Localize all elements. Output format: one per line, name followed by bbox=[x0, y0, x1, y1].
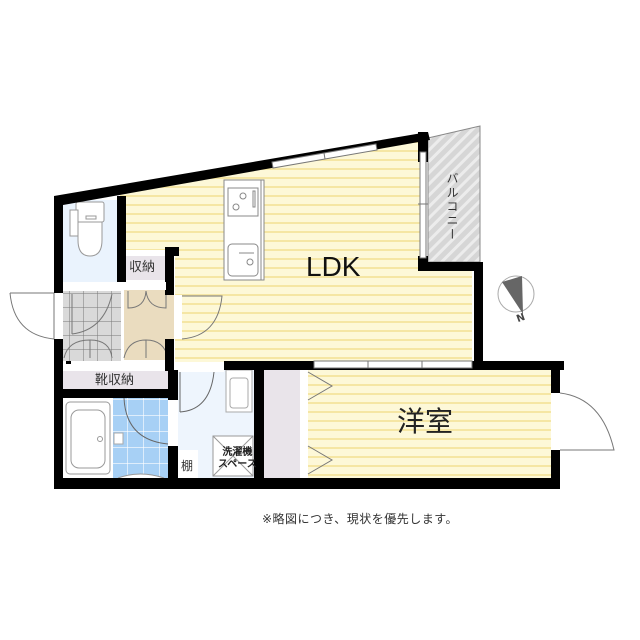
ldk-door bbox=[174, 295, 223, 340]
bathroom bbox=[63, 397, 169, 479]
windows bbox=[126, 143, 473, 369]
western-room-closet bbox=[264, 370, 333, 478]
entrance bbox=[63, 282, 121, 361]
washer-space-label-line2: スペース bbox=[218, 459, 257, 470]
ldk-floor bbox=[120, 138, 472, 362]
disclaimer-note: ※略図につき、現状を優先します。 bbox=[262, 512, 459, 526]
entrance-door bbox=[9, 292, 63, 340]
shoe-storage-label: 靴収納 bbox=[95, 373, 135, 388]
balcony-label: バルコニー bbox=[445, 172, 459, 242]
compass-icon bbox=[497, 275, 535, 314]
kitchen-counter bbox=[223, 179, 265, 281]
shoe-storage bbox=[63, 361, 169, 389]
ldk-label: LDK bbox=[306, 251, 361, 282]
shelf-label: 棚 bbox=[181, 459, 194, 473]
washer-space-label-line1: 洗濯機 bbox=[222, 447, 253, 458]
storage-label: 収納 bbox=[129, 260, 156, 275]
western-room-door bbox=[551, 392, 615, 451]
western-room-label: 洋室 bbox=[397, 405, 454, 438]
toilet-room bbox=[63, 200, 117, 282]
washer-space-label: 洗濯機 スペース bbox=[218, 447, 257, 471]
western-room-floor bbox=[306, 368, 552, 478]
washroom bbox=[168, 368, 254, 478]
